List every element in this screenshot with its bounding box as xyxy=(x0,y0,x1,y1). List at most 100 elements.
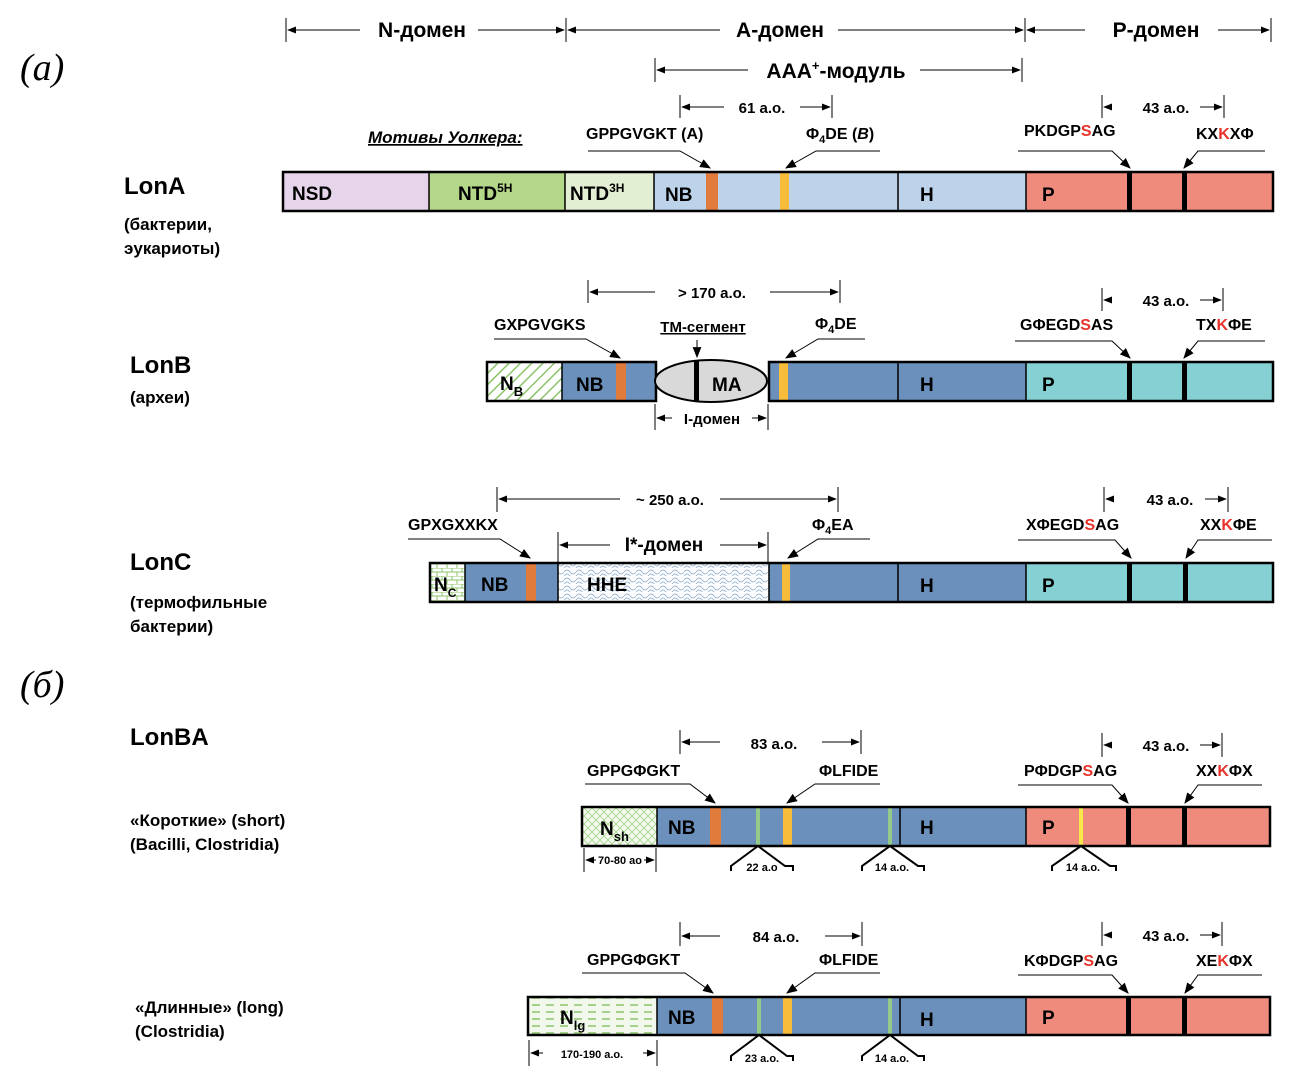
lonba-long-p-label: P xyxy=(1042,1008,1055,1029)
lonba-long-lysine-mark xyxy=(1182,997,1187,1035)
lonc-span-ab: ~ 250 а.о. xyxy=(636,492,704,509)
p-domain-label: P-домен xyxy=(1113,19,1200,42)
lona-row: LonA (бактерии, эукариоты) Мотивы Уолкер… xyxy=(124,95,1275,258)
lona-lysine-mark xyxy=(1182,172,1187,211)
lona-ntd5h-label: NTD5H xyxy=(458,181,512,205)
panel-label-b: (б) xyxy=(20,664,64,706)
lonb-ma-ellipse xyxy=(654,359,768,403)
lonba-long-motif-s: KΦDGPSAG xyxy=(1024,953,1118,970)
lonb-motif-k: TXKΦE xyxy=(1196,317,1252,334)
lonb-span-sk: 43 а.о. xyxy=(1143,293,1190,310)
lonba-long-insert1-mark xyxy=(757,997,761,1035)
lona-motif-b: Φ4DE (B) xyxy=(806,126,874,146)
lonba-short-segment-p xyxy=(1026,807,1270,846)
lonba-short-insert2-label: 14 а.о. xyxy=(875,862,909,874)
lonc-h-label: H xyxy=(920,576,934,597)
lonba-short-span-sk: 43 а.о. xyxy=(1143,738,1190,755)
panel-label-a: (а) xyxy=(20,47,64,89)
lonba-short-nsh-label: Nsh xyxy=(600,819,629,844)
lonb-motif-s: GΦEGDSAS xyxy=(1020,317,1113,334)
lona-bar-outline xyxy=(281,170,1275,213)
lonba-short-motif-s: PΦDGPSAG xyxy=(1024,763,1117,780)
lonc-segment-nc xyxy=(430,563,465,602)
lonb-tm-mark xyxy=(694,360,699,402)
lonba-short-label-2: (Bacilli, Clostridia) xyxy=(130,835,279,854)
lona-segment-ntd5h xyxy=(429,172,565,211)
lonba-short-h-label: H xyxy=(920,818,934,839)
lonb-walker-a-mark xyxy=(616,362,626,401)
lona-nsd-label: NSD xyxy=(292,184,332,205)
lonb-span-ab: > 170 а.о. xyxy=(678,285,746,302)
lonba-long-walker-b-mark xyxy=(783,997,792,1035)
lonba-short-walker-b-mark xyxy=(783,807,792,846)
lonba-short-label-1: «Короткие» (short) xyxy=(130,811,285,830)
lonb-segment-nb xyxy=(562,362,656,401)
lona-motif-k: KXKXΦ xyxy=(1196,126,1254,143)
lona-span-ab: 61 а.о. xyxy=(739,100,786,117)
n-domain-label: N-домен xyxy=(378,19,466,42)
lonba-long-motif-k: XEKΦX xyxy=(1196,953,1253,970)
lonba-short-insert1-mark xyxy=(756,807,760,846)
lonc-lysine-mark xyxy=(1183,563,1188,602)
lonc-row: LonC (термофильные бактерии) NC NB HHE H… xyxy=(130,487,1275,636)
lona-subtitle-2: эукариоты) xyxy=(124,239,220,258)
lonc-span-sk: 43 а.о. xyxy=(1147,492,1194,509)
lonba-short-motif-k: XXKΦX xyxy=(1196,763,1253,780)
walker-motifs-title: Мотивы Уолкера: xyxy=(368,128,523,147)
lonba-long-walker-a-mark xyxy=(712,997,723,1035)
lonba-long-motif-a: GPPGΦGKT xyxy=(587,952,680,969)
lonb-motif-a: GXPGVGKS xyxy=(494,317,586,334)
lona-segment-ntd3h xyxy=(565,172,654,211)
lonba-long-insert1-label: 23 а.о. xyxy=(745,1053,779,1065)
lonb-tm-segment-label: ТМ-сегмент xyxy=(660,319,745,336)
lonba-short-insert1-label: 22 а.о xyxy=(746,862,777,874)
lonc-name: LonC xyxy=(130,549,191,576)
lonb-segment-nb-hatched xyxy=(487,362,562,401)
lonc-subtitle-1: (термофильные xyxy=(130,593,267,612)
lonba-short-motif-b: ΦLFIDE xyxy=(819,763,879,780)
lonba-long-motif-b: ΦLFIDE xyxy=(819,952,879,969)
lona-subtitle-1: (бактерии, xyxy=(124,215,212,234)
lonc-p-label: P xyxy=(1042,576,1055,597)
lona-serine-mark xyxy=(1127,172,1132,211)
lonba-short-motif-a: GPPGΦGKT xyxy=(587,763,680,780)
lona-name: LonA xyxy=(124,173,185,200)
lonb-i-domain-label: I-домен xyxy=(684,411,740,428)
lonc-motif-a: GPXGXXKX xyxy=(408,517,498,534)
lonba-short-span-ab: 83 а.о. xyxy=(751,736,798,753)
lonc-nc-label: NC xyxy=(434,575,457,600)
lonb-nb-label: NB xyxy=(576,375,603,396)
a-domain-label: A-домен xyxy=(736,19,824,42)
lona-span-sk: 43 а.о. xyxy=(1143,100,1190,117)
lonba-title: LonBA xyxy=(130,724,209,751)
lonb-ma-label: MA xyxy=(712,375,742,396)
lonb-walker-b-mark xyxy=(779,362,788,401)
domain-header: N-домен A-домен P-домен AAA+-модуль xyxy=(285,18,1272,83)
lonba-short-n-length: 70-80 ао xyxy=(598,855,642,867)
lonb-serine-mark xyxy=(1127,362,1132,401)
lona-motif-s: PKDGPSAG xyxy=(1024,123,1116,140)
lonba-short-lysine-mark xyxy=(1182,807,1187,846)
lonb-p-label: P xyxy=(1042,375,1055,396)
lonb-subtitle-1: (археи) xyxy=(130,388,190,407)
lonc-serine-mark xyxy=(1127,563,1132,602)
lonba-long-insert2-mark xyxy=(888,997,892,1035)
lonc-walker-b-mark xyxy=(782,563,790,602)
lonba-long-serine-mark xyxy=(1126,997,1131,1035)
lonba-short-nb-label: NB xyxy=(668,818,695,839)
lona-walker-a-mark xyxy=(706,172,718,211)
lonc-segment-nb xyxy=(465,563,558,602)
lonb-segment-p xyxy=(1026,362,1273,401)
lona-walker-b-mark xyxy=(780,172,789,211)
lonb-row: LonB (археи) NB NB MA H P > 170 а.о. GXP… xyxy=(130,280,1275,430)
lonba-long-segment-nlg xyxy=(528,997,657,1035)
lonc-segment-hhe xyxy=(558,563,769,602)
lonc-motif-b: Φ4EA xyxy=(812,517,854,537)
lonba-long-label-1: «Длинные» (long) xyxy=(135,998,284,1017)
lonba-short-serine-mark xyxy=(1126,807,1131,846)
lonc-walker-a-mark xyxy=(526,563,536,602)
lonc-hhe-label: HHE xyxy=(587,575,627,596)
lonc-nb-label: NB xyxy=(481,575,508,596)
lonba-short-insert3-mark xyxy=(1079,807,1083,846)
lona-ntd3h-label: NTD3H xyxy=(570,181,624,205)
